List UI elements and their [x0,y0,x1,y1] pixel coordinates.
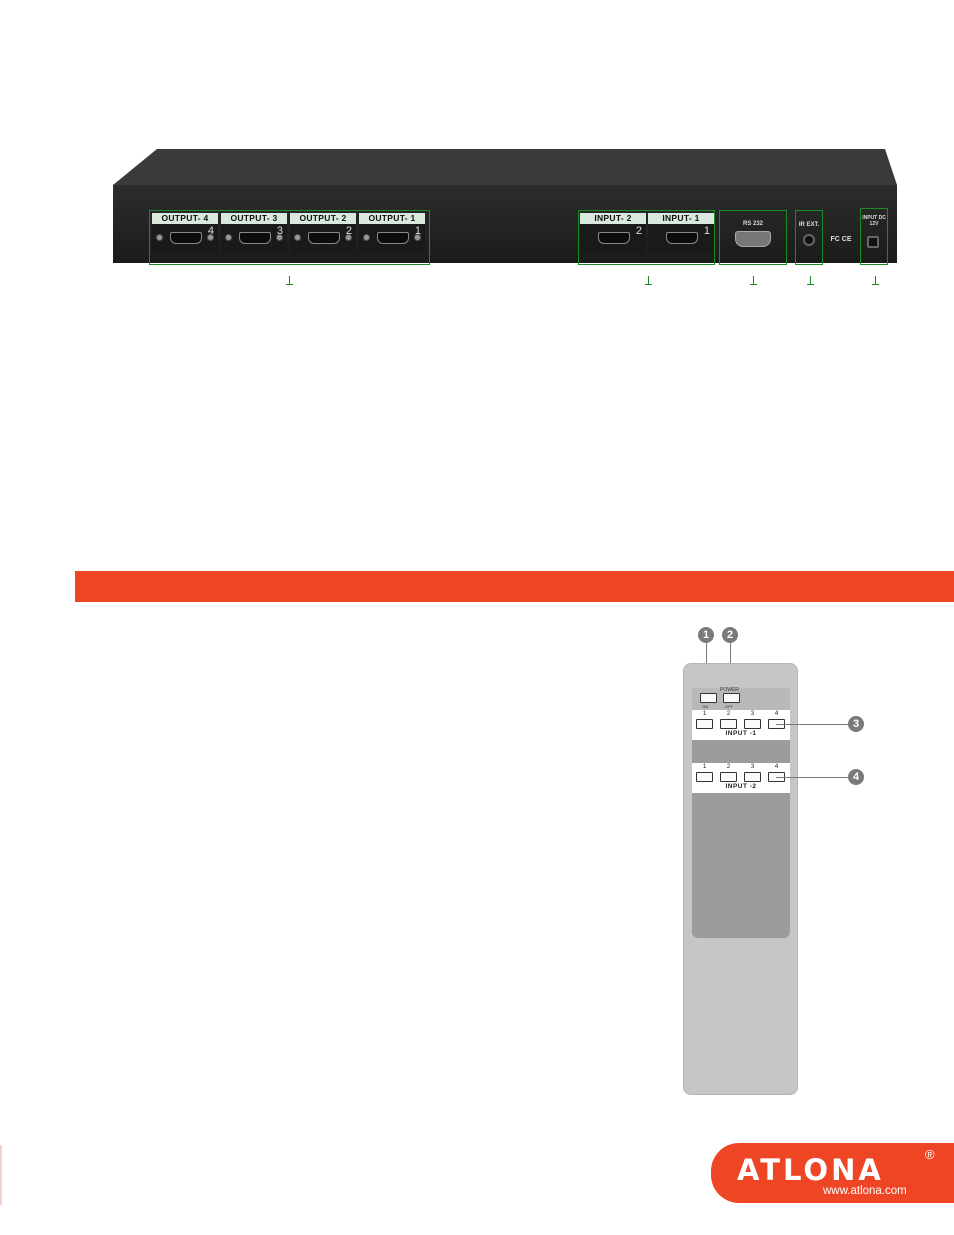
ir-label: IR EXT. [798,222,820,228]
logo-wordmark: ATLONA [737,1153,884,1187]
output-port-number: 4 [207,225,214,237]
callout-4: 4 [848,769,864,785]
ir-jack-icon [803,234,815,246]
input2-button-row: 1 2 3 4 INPUT -2 [692,763,790,793]
screw-icon [207,234,214,241]
section-header-band [75,571,954,602]
atlona-logo[interactable]: ATLONA ® www.atlona.com [711,1143,954,1203]
output-port-label: OUTPUT- 3 [221,213,287,224]
output-port-4: OUTPUT- 4 4 [152,213,218,253]
power-on-button[interactable] [700,693,717,703]
registered-mark: ® [925,1147,935,1162]
input-port-label: INPUT- 1 [648,213,714,224]
output-port-1: OUTPUT- 1 1 [359,213,425,253]
outputs-highlight [149,210,430,265]
screw-icon [414,234,421,241]
chassis-top [113,149,897,185]
off-label: OFF [725,704,733,709]
ir-leader-line [807,276,814,285]
input-port-number: 2 [635,225,642,237]
input-port-label: INPUT- 2 [580,213,646,224]
on-label: ON [702,704,708,709]
output-port-label: OUTPUT- 4 [152,213,218,224]
rs232-highlight [719,210,787,265]
ir-highlight [795,210,823,265]
input-port-number: 1 [703,225,710,237]
button-number: 4 [774,711,779,717]
input1-button-row: 1 2 3 4 INPUT -1 [692,710,790,740]
db9-connector-icon [735,231,771,247]
remote-control: POWER ON OFF 1 2 3 4 INPUT -1 1 2 3 4 IN… [683,663,798,1095]
button-number: 1 [702,764,707,770]
callout-2: 2 [722,627,738,643]
certification-marks-icon: FC CE [830,236,852,243]
callout-3-line [776,724,848,725]
input1-button-2[interactable] [720,719,737,729]
hdmi-port-icon [598,232,630,244]
output-port-number: 2 [345,225,352,237]
power-off-button[interactable] [723,693,740,703]
rs232-leader-line [750,276,757,285]
input1-button-1[interactable] [696,719,713,729]
output-port-3: OUTPUT- 3 3 [221,213,287,253]
input2-title: INPUT -2 [725,783,757,790]
screw-icon [276,234,283,241]
power-button-strip: POWER ON OFF [692,687,790,710]
power-label: POWER [720,687,739,693]
rs232-label: RS 232 [742,221,763,227]
button-number: 3 [750,711,755,717]
inputs-highlight [578,210,715,265]
output-port-label: OUTPUT- 2 [290,213,356,224]
input1-button-3[interactable] [744,719,761,729]
inputs-leader-line [645,276,652,285]
hdmi-port-icon [666,232,698,244]
input1-title: INPUT -1 [725,730,757,737]
hdmi-port-icon [239,232,271,244]
screw-icon [225,234,232,241]
screw-icon [345,234,352,241]
screw-icon [294,234,301,241]
hdmi-port-icon [308,232,340,244]
dc-power-jack-icon [867,236,879,248]
button-number: 4 [774,764,779,770]
outputs-leader-line [286,276,293,285]
callout-3: 3 [848,716,864,732]
page-edge-mark [0,1145,2,1205]
power-highlight [860,208,888,265]
rear-panel-image: OUTPUT- 4 4 OUTPUT- 3 3 OUTPUT- 2 2 OUTP… [0,0,954,300]
input2-button-2[interactable] [720,772,737,782]
button-number: 1 [702,711,707,717]
power-input-label: INPUT DC 12V [862,215,886,227]
website-link[interactable]: www.atlona.com [823,1185,907,1197]
hdmi-port-icon [170,232,202,244]
screw-icon [363,234,370,241]
input2-button-3[interactable] [744,772,761,782]
output-port-number: 1 [414,225,421,237]
output-port-label: OUTPUT- 1 [359,213,425,224]
input2-button-1[interactable] [696,772,713,782]
input-port-2: INPUT- 2 2 [580,213,646,253]
button-number: 3 [750,764,755,770]
button-number: 2 [726,711,731,717]
power-leader-line [872,276,879,285]
button-number: 2 [726,764,731,770]
hdmi-port-icon [377,232,409,244]
input-port-1: INPUT- 1 1 [648,213,714,253]
screw-icon [156,234,163,241]
output-port-2: OUTPUT- 2 2 [290,213,356,253]
output-port-number: 3 [276,225,283,237]
callout-1: 1 [698,627,714,643]
callout-4-line [776,777,848,778]
